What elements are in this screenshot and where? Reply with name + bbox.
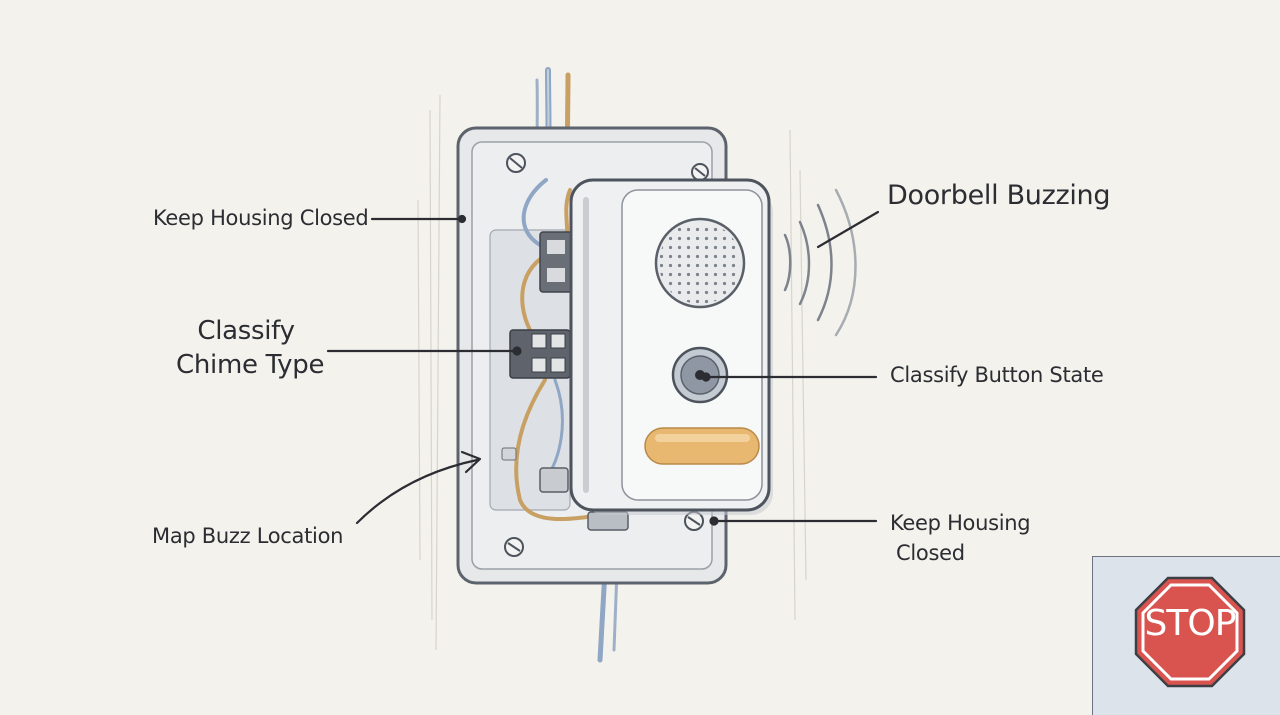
label-classify-chime-type-line1: Classify: [197, 316, 295, 346]
stop-sign-icon: [1134, 576, 1246, 688]
push-button-icon: [671, 346, 729, 404]
leader-lines: [326, 210, 880, 526]
wall-texture: [417, 94, 807, 651]
label-map-buzz-location: Map Buzz Location: [152, 524, 344, 548]
label-keep-housing-closed-left: Keep Housing Closed: [153, 206, 369, 230]
label-classify-chime-type-line2: Chime Type: [176, 350, 325, 380]
screw-icon: [504, 153, 709, 557]
label-keep-housing-closed-right-line1: Keep Housing: [890, 511, 1031, 535]
speaker-grille-icon: [654, 217, 746, 309]
stop-sign-text: STOP: [1144, 603, 1237, 644]
sound-wave-icon: [783, 188, 857, 337]
terminal-block-icon: [501, 231, 629, 531]
label-doorbell-buzzing: Doorbell Buzzing: [887, 180, 1111, 211]
label-keep-housing-closed-right-line2: Closed: [896, 541, 965, 565]
name-plate-bar: [644, 427, 760, 465]
label-classify-button-state: Classify Button State: [890, 363, 1104, 387]
